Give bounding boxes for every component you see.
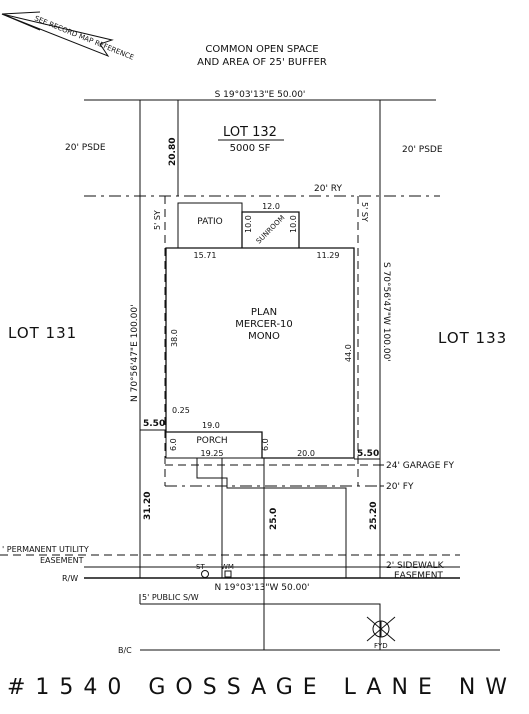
water-meter-icon [224, 570, 232, 578]
left-bearing: N 70°56'47"E 100.00' [130, 304, 140, 402]
lot-131-label: LOT 131 [8, 324, 77, 342]
front-right-dim: 25.20 [369, 502, 379, 530]
reference-note: SEE RECORD MAP REFERENCE [33, 14, 135, 61]
sunroom [241, 211, 300, 248]
public-sidewalk-label: 5' PUBLIC S/W [142, 593, 199, 602]
plan-label: PLAN [251, 307, 277, 318]
back-right-dim: 11.29 [317, 251, 340, 260]
psde-left-label: 20' PSDE [65, 143, 106, 153]
porch-label: PORCH [196, 436, 227, 446]
side-left-dim: 5.50 [143, 419, 165, 429]
lot-area: 5000 SF [230, 143, 271, 154]
porch-depth-right-dim: 6.0 [261, 438, 270, 451]
public-sidewalk-line [140, 603, 381, 650]
sidewalk-easement-label: 2' SIDEWALK [386, 561, 445, 571]
porch-bottom-dim: 19.25 [201, 449, 224, 458]
rear-yard-label: 20' RY [314, 184, 342, 194]
garage-front-dim: 20.0 [297, 449, 315, 458]
right-bearing: S 70°56'47"W 100.00' [381, 262, 391, 362]
back-of-curb-label: B/C [118, 646, 132, 655]
garage-front-yard-label: 24' GARAGE FY [386, 461, 455, 471]
header-line2: AND AREA OF 25' BUFFER [197, 57, 327, 68]
rear-depth-dim: 20.80 [168, 138, 178, 166]
lot-label: LOT 132 [223, 125, 277, 140]
sunroom-label: SUNROOM [255, 214, 287, 246]
water-meter-label: WM [221, 563, 234, 571]
header-line1: COMMON OPEN SPACE [205, 44, 318, 55]
porch-top-dim: 19.0 [202, 421, 220, 430]
left-side-dim: 38.0 [170, 329, 179, 347]
rear-bearing: S 19°03'13"E 50.00' [215, 90, 306, 100]
walkway-line [196, 458, 347, 578]
house-footprint [165, 247, 355, 459]
side-yard-right-label: 5' SY [360, 202, 369, 222]
lot-133-label: LOT 133 [438, 329, 507, 347]
plan-variant: MONO [248, 331, 280, 342]
right-of-way-label: R/W [62, 574, 78, 583]
sidewalk-easement-label-2: EASEMENT [394, 571, 443, 581]
patio-label: PATIO [197, 217, 223, 227]
porch-depth-left-dim: 6.0 [169, 438, 178, 451]
back-left-dim: 15.71 [194, 251, 217, 260]
right-side-dim: 44.0 [344, 344, 353, 362]
street-light-label: ST [196, 563, 205, 571]
front-left-dim: 31.20 [143, 492, 153, 520]
side-yard-left-label: 5' SY [153, 210, 162, 230]
front-bearing: N 19°03'13"W 50.00' [214, 583, 309, 593]
offset-dim: 0.25 [172, 406, 190, 415]
street-address: #1540 GOSSAGE LANE NW [7, 675, 517, 700]
sunroom-right-dim: 10.0 [289, 215, 298, 233]
plan-model: MERCER-10 [235, 319, 293, 330]
sunroom-left-dim: 10.0 [244, 215, 253, 233]
north-arrow-icon: SEE RECORD MAP REFERENCE [1, 11, 135, 62]
side-right-dim: 5.50 [357, 449, 379, 459]
street-light-icon [201, 570, 209, 578]
hydrant-label: FYD [374, 642, 388, 650]
front-yard-label: 20' FY [386, 482, 414, 492]
front-center-dim: 25.0 [269, 508, 279, 530]
utility-easement-label-2: EASEMENT [40, 556, 84, 565]
sunroom-width-dim: 12.0 [262, 202, 280, 211]
utility-easement-label: ' PERMANENT UTILITY [2, 545, 89, 554]
fire-hydrant-icon [366, 616, 396, 642]
psde-right-label: 20' PSDE [402, 145, 443, 155]
